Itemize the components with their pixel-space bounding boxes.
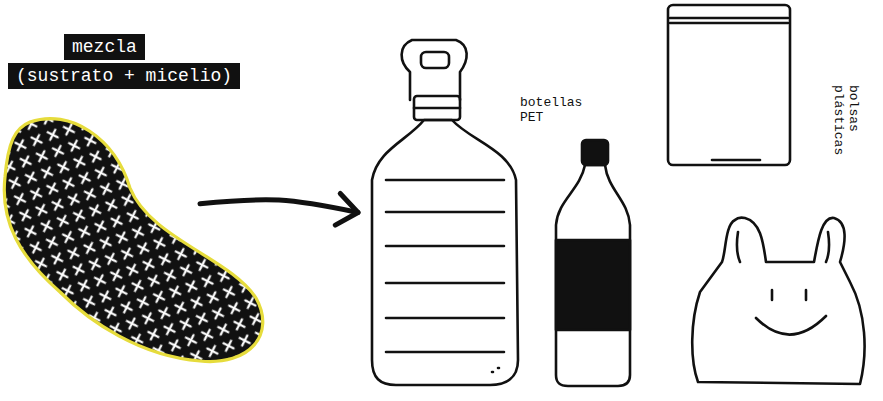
zip-bag-crease: [712, 159, 760, 162]
jug-ridges: [386, 180, 504, 352]
mixture-label-box: mezcla (sustrato + micelio): [8, 33, 244, 91]
plastic-bag-handle-holes: [737, 232, 829, 262]
arrow-head: [335, 194, 358, 226]
bottle-label: [556, 240, 630, 330]
pet-bottles: botellas PET: [358, 35, 633, 390]
smiley-mouth: [756, 316, 826, 335]
jug-dots: [492, 368, 499, 372]
substrate-blob: mezcla (sustrato + micelio): [0, 25, 200, 370]
zip-bag: [668, 5, 790, 165]
jug-handle-hole: [421, 52, 449, 68]
blob-shape: [4, 119, 263, 362]
plastic-bag: [692, 218, 864, 384]
jug-cap-ring: [414, 107, 460, 110]
jug-cap: [414, 96, 460, 120]
bottles-label: botellas PET: [520, 95, 592, 125]
bags-label: bolsas plásticas: [831, 85, 861, 185]
plastic-bag-outline: [692, 218, 864, 384]
zip-seal: [670, 18, 788, 23]
plastic-bags: bolsas plásticas: [660, 0, 875, 395]
bottle-cap: [582, 140, 608, 165]
soda-bottle: [556, 140, 630, 386]
flow-arrow: [200, 194, 358, 226]
smiley-eyes: [772, 290, 806, 300]
jug-handle: [402, 40, 467, 100]
zip-bag-outline: [668, 5, 790, 165]
arrow-shaft: [200, 200, 358, 213]
bottle-body: [556, 165, 630, 386]
mixture-label: mezcla (sustrato + micelio): [8, 34, 240, 89]
water-jug: [372, 40, 518, 385]
jug-body: [372, 120, 518, 385]
